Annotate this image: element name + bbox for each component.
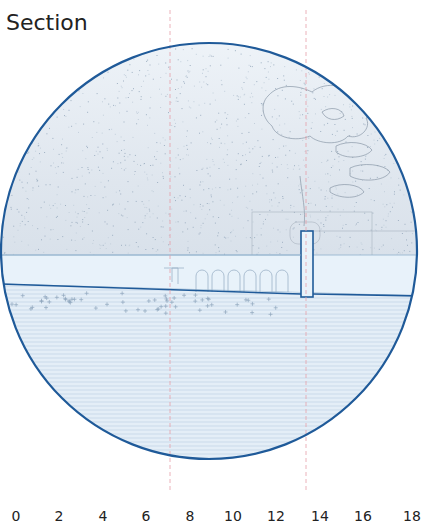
arch-row	[164, 268, 288, 292]
scale-number: 4	[99, 508, 108, 524]
scale-number: 12	[267, 508, 285, 524]
scale-number: 14	[311, 508, 329, 524]
scale-number: 2	[55, 508, 64, 524]
section-interior	[0, 40, 424, 480]
scale-number: 16	[354, 508, 372, 524]
scale-number: 0	[12, 508, 21, 524]
scale-number: 8	[186, 508, 195, 524]
cloud-outline	[263, 65, 390, 226]
scale-number: 10	[224, 508, 242, 524]
scale-number: 18	[403, 508, 421, 524]
section-title: Section	[6, 10, 88, 35]
section-circle	[1, 43, 417, 459]
scale-number: 6	[142, 508, 151, 524]
